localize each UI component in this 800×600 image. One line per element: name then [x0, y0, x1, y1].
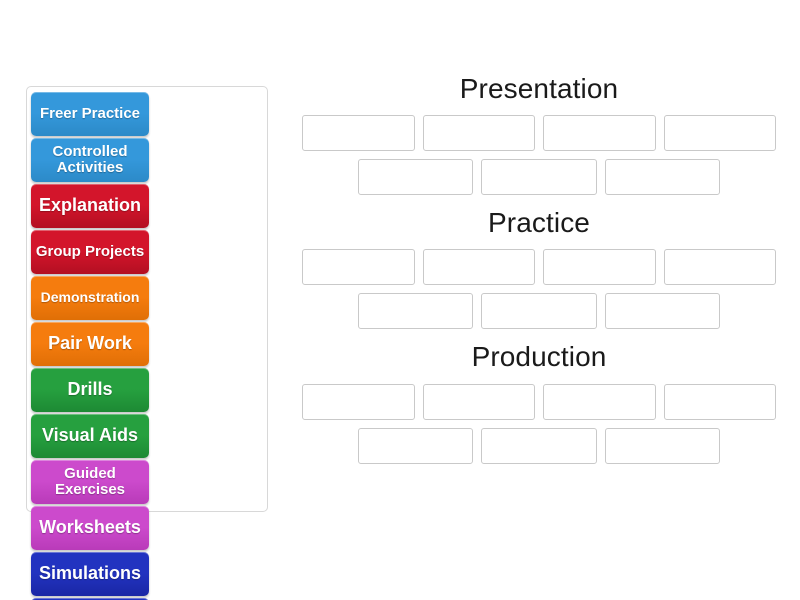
- slot-row: [300, 383, 778, 420]
- drop-slot[interactable]: [302, 115, 415, 152]
- tile-drills[interactable]: Drills: [31, 368, 149, 412]
- drop-slot[interactable]: [663, 383, 776, 420]
- slot-row: [300, 159, 778, 196]
- drop-slot[interactable]: [302, 249, 415, 286]
- category-practice: Practice: [300, 207, 778, 330]
- drop-slot[interactable]: [422, 249, 535, 286]
- drop-slot[interactable]: [358, 159, 474, 196]
- drop-slot[interactable]: [604, 293, 720, 330]
- drop-slot[interactable]: [358, 293, 474, 330]
- drop-slot[interactable]: [481, 427, 597, 464]
- tile-pair-work[interactable]: Pair Work: [31, 322, 149, 366]
- drop-slot[interactable]: [663, 115, 776, 152]
- tile-guided-exercises[interactable]: Guided Exercises: [31, 460, 149, 504]
- tile-freer-practice[interactable]: Freer Practice: [31, 92, 149, 136]
- tile-contextualization[interactable]: Contextualization: [31, 598, 149, 600]
- drop-slot[interactable]: [358, 427, 474, 464]
- drop-slot[interactable]: [302, 383, 415, 420]
- slot-row: [300, 293, 778, 330]
- tile-simulations[interactable]: Simulations: [31, 552, 149, 596]
- slot-row: [300, 249, 778, 286]
- drop-slot[interactable]: [604, 427, 720, 464]
- drop-slot[interactable]: [481, 159, 597, 196]
- slot-row: [300, 427, 778, 464]
- category-production: Production: [300, 341, 778, 464]
- drop-slot[interactable]: [543, 115, 656, 152]
- tile-worksheets[interactable]: Worksheets: [31, 506, 149, 550]
- drop-slot[interactable]: [422, 115, 535, 152]
- category-title: Presentation: [459, 73, 619, 104]
- tile-controlled-activities[interactable]: Controlled Activities: [31, 138, 149, 182]
- drop-slot[interactable]: [543, 383, 656, 420]
- category-title: Practice: [488, 207, 590, 239]
- tile-demonstration[interactable]: Demonstration: [31, 276, 149, 320]
- tile-explanation[interactable]: Explanation: [31, 184, 149, 228]
- drop-slot[interactable]: [604, 159, 720, 196]
- drop-slot[interactable]: [543, 249, 656, 286]
- drop-slot[interactable]: [481, 293, 597, 330]
- drop-slot[interactable]: [663, 249, 776, 286]
- tile-visual-aids[interactable]: Visual Aids: [31, 414, 149, 458]
- category-presentation: Presentation: [300, 73, 778, 196]
- slot-row: [300, 115, 778, 152]
- category-title: Production: [471, 341, 607, 373]
- drop-slot[interactable]: [422, 383, 535, 420]
- tile-group-projects[interactable]: Group Projects: [31, 230, 149, 274]
